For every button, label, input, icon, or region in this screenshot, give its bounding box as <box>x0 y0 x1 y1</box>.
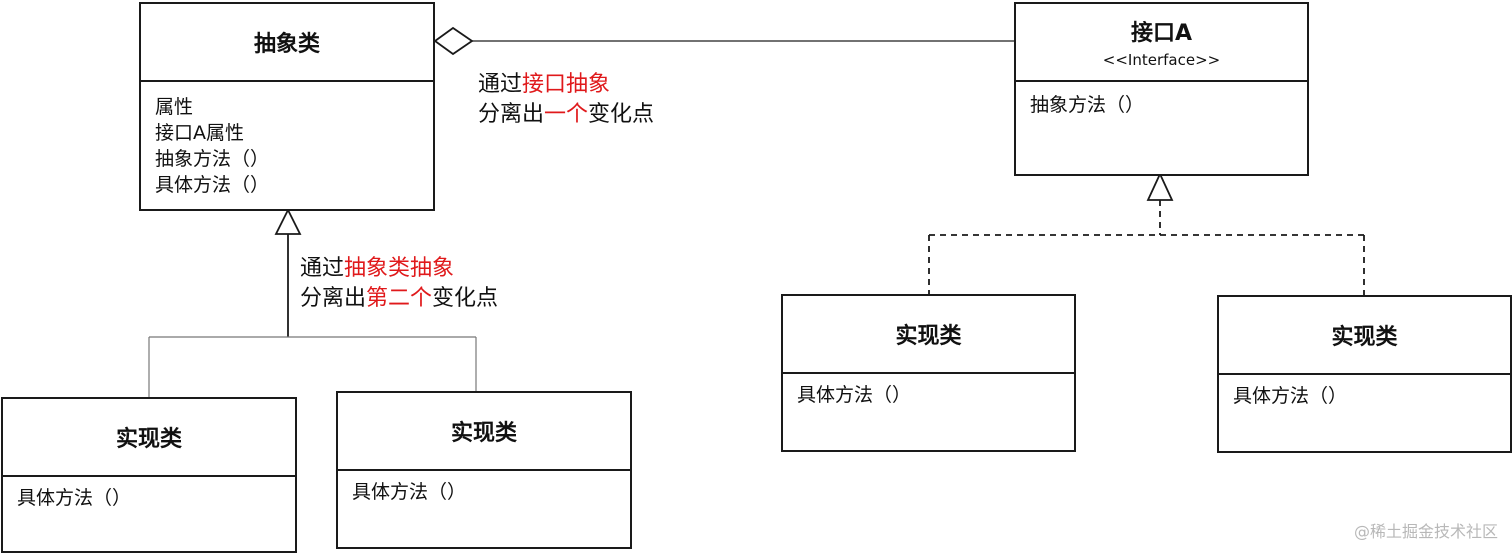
interface-box: 接口A <<Interface>> 抽象方法（） <box>1014 2 1309 176</box>
impl-class-header: 实现类 <box>1219 297 1510 375</box>
impl-class-header: 实现类 <box>3 399 295 477</box>
note-abstract-line1: 通过抽象类抽象 <box>300 254 498 284</box>
member-attribute: 属性 <box>155 96 194 118</box>
note-highlight: 第二个 <box>366 286 433 311</box>
note-abstract-class-abstraction: 通过抽象类抽象 分离出第二个变化点 <box>300 254 498 314</box>
note-interface-abstraction: 通过接口抽象 分离出一个变化点 <box>478 70 654 130</box>
member-interface-attribute: 接口A属性 <box>155 122 244 144</box>
member-concrete-method: 具体方法（） <box>155 174 270 196</box>
impl-class-header: 实现类 <box>338 393 630 471</box>
aggregation-diamond <box>433 26 474 56</box>
note-text: 通过 <box>300 256 345 281</box>
interface-members: 抽象方法（） <box>1016 82 1307 126</box>
impl-class-method: 具体方法（） <box>1233 385 1348 407</box>
note-highlight: 一个 <box>544 102 589 127</box>
note-text: 通过 <box>478 72 523 97</box>
impl-class-title: 实现类 <box>1331 325 1398 350</box>
impl-class-method: 具体方法（） <box>797 384 912 406</box>
impl-class-box-4: 实现类 具体方法（） <box>1217 295 1512 453</box>
note-interface-line1: 通过接口抽象 <box>478 70 654 100</box>
impl-class-header: 实现类 <box>783 296 1074 374</box>
note-abstract-line2: 分离出第二个变化点 <box>300 284 498 314</box>
abstract-class-members: 属性 接口A属性 抽象方法（） 具体方法（） <box>141 82 433 206</box>
member-abstract-method: 抽象方法（） <box>155 148 270 170</box>
abstract-class-title: 抽象类 <box>253 32 320 57</box>
impl-class-members: 具体方法（） <box>1219 375 1510 417</box>
realization-arrow-interface <box>1146 171 1174 201</box>
watermark: @稀土掘金技术社区 <box>1353 522 1498 541</box>
impl-class-box-2: 实现类 具体方法（） <box>336 391 632 549</box>
note-text: 变化点 <box>588 102 655 127</box>
impl-class-method: 具体方法（） <box>17 487 132 509</box>
impl-class-title: 实现类 <box>895 324 962 349</box>
impl-class-title: 实现类 <box>115 427 182 452</box>
note-text: 分离出 <box>478 102 545 127</box>
impl-class-box-1: 实现类 具体方法（） <box>1 397 297 553</box>
note-text: 分离出 <box>300 286 367 311</box>
interface-title: 接口A <box>1130 21 1193 46</box>
interface-stereotype: <<Interface>> <box>1102 51 1221 69</box>
impl-class-title: 实现类 <box>450 421 517 446</box>
note-interface-line2: 分离出一个变化点 <box>478 100 654 130</box>
note-highlight: 抽象类抽象 <box>344 256 455 281</box>
interface-method: 抽象方法（） <box>1030 94 1145 116</box>
abstract-class-box: 抽象类 属性 接口A属性 抽象方法（） 具体方法（） <box>139 2 435 211</box>
impl-class-members: 具体方法（） <box>338 471 630 513</box>
inheritance-arrow-abstract <box>274 207 302 235</box>
impl-class-method: 具体方法（） <box>352 481 467 503</box>
impl-class-members: 具体方法（） <box>3 477 295 519</box>
abstract-class-header: 抽象类 <box>141 4 433 82</box>
impl-class-members: 具体方法（） <box>783 374 1074 416</box>
note-highlight: 接口抽象 <box>522 72 611 97</box>
interface-header: 接口A <<Interface>> <box>1016 4 1307 82</box>
impl-class-box-3: 实现类 具体方法（） <box>781 294 1076 452</box>
note-text: 变化点 <box>432 286 499 311</box>
